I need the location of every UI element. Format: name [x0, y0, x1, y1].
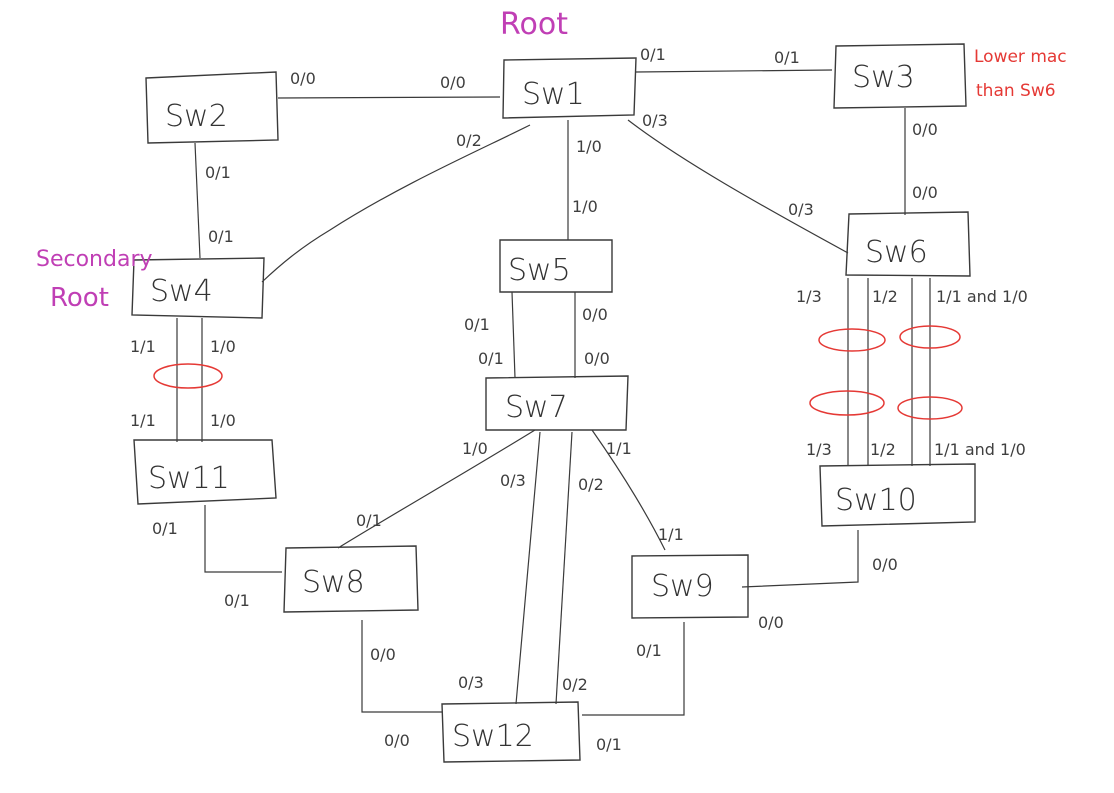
lower-mac-annotation-line2: than Sw6 — [976, 81, 1056, 101]
secondary-root-annotation-line2: Root — [50, 283, 109, 313]
port-label: 1/1 — [130, 337, 156, 356]
port-label: 0/1 — [596, 735, 622, 754]
port-label: 0/1 — [356, 511, 382, 530]
secondary-root-annotation-line1: Secondary — [36, 247, 153, 272]
port-label: 0/2 — [578, 475, 604, 494]
switch-sw10: Sw10 — [819, 463, 976, 527]
link-sw5-sw7-a — [511, 291, 516, 379]
link-sw9-sw10 — [741, 530, 859, 588]
port-label: 0/1 — [478, 349, 504, 368]
port-label: 0/0 — [440, 73, 466, 92]
port-label: 1/2 — [872, 287, 898, 306]
port-label: 1/0 — [210, 411, 236, 430]
switch-sw7: Sw7 — [485, 375, 629, 431]
lag-oval-sw6-12-top — [818, 328, 886, 352]
switch-label-sw10: Sw10 — [835, 483, 917, 518]
switch-sw1: Sw1 — [502, 57, 637, 119]
port-label: 0/1 — [152, 519, 178, 538]
port-label: 1/3 — [806, 440, 832, 459]
port-label: 1/0 — [462, 439, 488, 458]
link-sw1-sw6 — [627, 119, 849, 254]
port-label: 0/0 — [384, 731, 410, 750]
port-label: 0/3 — [500, 471, 526, 490]
port-label: 0/1 — [636, 641, 662, 660]
switch-sw12: Sw12 — [441, 701, 581, 763]
port-label: 0/1 — [224, 591, 250, 610]
port-label: 0/1 — [640, 45, 666, 64]
port-label: 0/0 — [912, 183, 938, 202]
port-label: 0/0 — [758, 613, 784, 632]
port-label: 0/0 — [584, 349, 610, 368]
port-label: 1/1 — [606, 439, 632, 458]
port-label: 0/0 — [290, 69, 316, 88]
link-sw8-sw12 — [361, 620, 442, 713]
link-sw1-sw3 — [635, 69, 833, 73]
link-sw7-sw12-03 — [515, 431, 541, 705]
switch-label-sw4: Sw4 — [150, 274, 213, 309]
port-label: 0/0 — [872, 555, 898, 574]
port-label: 0/1 — [774, 48, 800, 67]
port-label: 1/0 — [210, 337, 236, 356]
link-sw7-sw9 — [591, 429, 666, 551]
switch-label-sw9: Sw9 — [651, 569, 714, 604]
port-label: 0/0 — [912, 120, 938, 139]
port-label: 0/1 — [205, 163, 231, 182]
port-label: 0/3 — [642, 111, 668, 130]
switch-label-sw2: Sw2 — [165, 99, 228, 134]
switch-sw4: Sw4 — [131, 257, 265, 319]
port-label: 0/2 — [562, 675, 588, 694]
switch-label-sw5: Sw5 — [508, 253, 571, 288]
switch-label-sw8: Sw8 — [302, 565, 365, 600]
switch-label-sw11: Sw11 — [148, 461, 230, 496]
port-label: 0/1 — [464, 315, 490, 334]
switch-sw3: Sw3 — [833, 43, 967, 109]
lag-markers — [153, 325, 963, 420]
link-sw11-sw8 — [204, 505, 282, 573]
port-label: 0/3 — [458, 673, 484, 692]
lag-oval-sw6-11-top — [899, 325, 961, 349]
lag-oval-sw4-sw11 — [153, 363, 223, 389]
port-label: 0/1 — [208, 227, 234, 246]
switch-label-sw12: Sw12 — [452, 719, 534, 754]
links — [176, 69, 931, 716]
port-label: 1/0 — [576, 137, 602, 156]
root-annotation: Root — [500, 7, 568, 42]
switch-sw9: Sw9 — [631, 554, 749, 619]
switch-sw11: Sw11 — [133, 439, 277, 505]
lag-oval-sw6-12-bot — [809, 390, 885, 416]
link-sw2-sw4 — [194, 142, 201, 259]
port-label: 1/1 — [130, 411, 156, 430]
port-label: 1/1 — [658, 525, 684, 544]
port-label: 0/3 — [788, 200, 814, 219]
lower-mac-annotation-line1: Lower mac — [974, 47, 1067, 67]
port-label: 0/0 — [582, 305, 608, 324]
port-label: 1/0 — [572, 197, 598, 216]
switch-sw8: Sw8 — [283, 545, 419, 613]
port-label: 1/2 — [870, 440, 896, 459]
annotations: Root Secondary Root Lower mac than Sw6 — [36, 7, 1067, 313]
link-sw1-sw4 — [261, 124, 531, 283]
port-label: 1/3 — [796, 287, 822, 306]
switch-sw6: Sw6 — [845, 211, 971, 277]
port-label: 1/1 and 1/0 — [934, 440, 1026, 459]
switch-label-sw3: Sw3 — [852, 60, 915, 95]
switch-sw5: Sw5 — [499, 239, 613, 293]
port-label: 1/1 and 1/0 — [936, 287, 1028, 306]
port-label: 0/2 — [456, 131, 482, 150]
switch-label-sw1: Sw1 — [522, 77, 585, 112]
port-label: 0/0 — [370, 645, 396, 664]
port-labels: 0/0 0/0 0/1 0/1 0/2 1/0 0/3 1/0 0/3 0/0 … — [130, 45, 1028, 754]
link-sw12-sw9 — [582, 622, 685, 716]
link-sw2-sw1 — [277, 96, 501, 99]
link-sw7-sw8 — [337, 429, 536, 549]
link-sw7-sw12-02 — [555, 431, 573, 705]
switch-label-sw7: Sw7 — [505, 390, 568, 425]
lag-oval-sw6-11-bot — [897, 396, 963, 420]
switch-sw2: Sw2 — [145, 71, 279, 144]
switch-label-sw6: Sw6 — [865, 235, 928, 270]
